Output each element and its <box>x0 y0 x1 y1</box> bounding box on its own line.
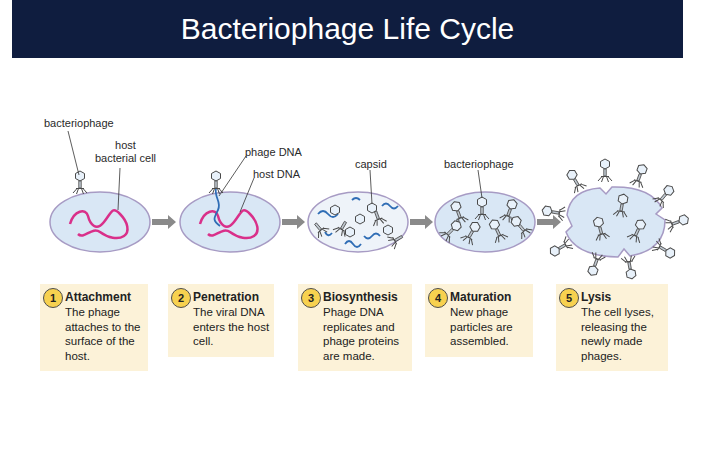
phage-icon <box>460 219 484 246</box>
step-box: AttachmentThe phage attaches to the surf… <box>40 284 148 371</box>
phage-icon <box>541 203 566 221</box>
number-circle: 1 <box>43 288 63 308</box>
host-dna <box>200 210 257 238</box>
phage-dna <box>352 198 360 200</box>
phage-icon <box>629 162 650 188</box>
tail-icon <box>332 218 351 237</box>
host-cell <box>180 192 280 252</box>
phage-icon <box>563 167 587 194</box>
phage-icon <box>439 217 465 243</box>
phage-dna <box>382 204 398 209</box>
part-label: bacteriophage <box>444 158 514 171</box>
step-heading: Maturation <box>450 290 529 305</box>
stage-arrow <box>152 215 176 229</box>
phage-icon <box>547 236 574 260</box>
host-cell <box>50 192 150 252</box>
title-text: Bacteriophage Life Cycle <box>181 12 515 46</box>
host-cell <box>50 192 150 252</box>
lysed-cell <box>566 187 665 257</box>
phage-icon <box>73 171 87 194</box>
host-dna <box>200 210 257 238</box>
step-number: 4 <box>435 293 441 304</box>
step-number: 5 <box>566 293 572 304</box>
phage-dna <box>345 241 361 247</box>
title-bar: Bacteriophage Life Cycle <box>12 0 683 58</box>
part-label: phage DNA <box>245 146 302 159</box>
phage-icon <box>475 197 489 220</box>
phage-icon <box>209 171 223 194</box>
step-number: 2 <box>178 293 184 304</box>
step-description: The cell lyses, releasing the newly made… <box>581 305 664 363</box>
phage-icon <box>598 159 612 182</box>
tail-icon <box>386 230 405 249</box>
phage-icon <box>209 171 223 194</box>
step-description: The viral DNA enters the host cell. <box>193 305 270 349</box>
host-dna <box>70 210 127 238</box>
step-description: Phage DNA replicates and phage proteins … <box>323 305 408 363</box>
step-description: New phage particles are assembled. <box>450 305 529 349</box>
capsid-icon <box>356 214 365 224</box>
number-circle: 3 <box>301 288 321 308</box>
phage-icon <box>621 255 639 280</box>
step-heading: Attachment <box>65 290 144 305</box>
phage-icon <box>585 251 606 277</box>
stage-arrow <box>410 215 433 229</box>
leader-line <box>478 170 482 198</box>
capsid-icon <box>331 205 340 215</box>
leader-line <box>118 168 120 210</box>
phage-icon <box>508 213 534 240</box>
leader-line <box>240 178 254 212</box>
tail-icon <box>310 209 405 250</box>
host-cell <box>435 192 535 252</box>
step-heading: Biosynthesis <box>323 290 408 305</box>
leader-line <box>370 170 372 204</box>
number-circle: 2 <box>171 288 191 308</box>
step-box: BiosynthesisPhage DNA replicates and pha… <box>298 284 412 371</box>
phage-icon <box>627 217 649 244</box>
number-circle: 4 <box>428 288 448 308</box>
step-box: MaturationNew phage particles are assemb… <box>425 284 533 357</box>
part-label: bacteriophage <box>44 117 114 130</box>
capsid-icon <box>346 227 355 237</box>
step-heading: Penetration <box>193 290 270 305</box>
stage-arrow <box>282 215 305 229</box>
phage-icon <box>664 212 690 233</box>
host-cell <box>435 192 535 252</box>
phage-icon <box>651 238 678 262</box>
phage-icon <box>439 197 534 246</box>
phage-icon <box>486 217 508 244</box>
phage-dna <box>364 234 380 239</box>
step-description: The phage attaches to the surface of the… <box>65 305 144 363</box>
leader-line <box>219 156 246 196</box>
stage-arrow <box>537 215 561 229</box>
tail-icon <box>310 219 330 239</box>
host-cell <box>308 192 408 252</box>
phage-dna <box>318 198 398 247</box>
phage-icon <box>652 182 678 209</box>
step-number: 1 <box>50 293 56 304</box>
phage-icon <box>73 171 87 194</box>
step-box: PenetrationThe viral DNA enters the host… <box>168 284 274 357</box>
phage-icon <box>590 216 609 242</box>
tail-icon <box>369 209 387 227</box>
step-number: 3 <box>308 293 314 304</box>
step-heading: Lysis <box>581 290 664 305</box>
part-label: host bacterial cell <box>94 139 157 165</box>
leader-line <box>68 131 79 175</box>
part-label: host DNA <box>253 168 300 181</box>
phage-icon <box>613 193 631 218</box>
leader-line <box>68 131 482 212</box>
host-dna <box>70 210 127 238</box>
number-circle: 5 <box>559 288 579 308</box>
lysed-cell <box>566 187 665 257</box>
capsid-icon <box>331 203 393 237</box>
host-cell <box>308 192 408 252</box>
host-cell <box>180 192 280 252</box>
step-box: LysisThe cell lyses, releasing the newly… <box>556 284 668 371</box>
capsid-icon <box>384 225 393 235</box>
phage-dna <box>325 232 332 235</box>
part-label: capsid <box>355 158 387 171</box>
phage-icon <box>541 159 691 280</box>
